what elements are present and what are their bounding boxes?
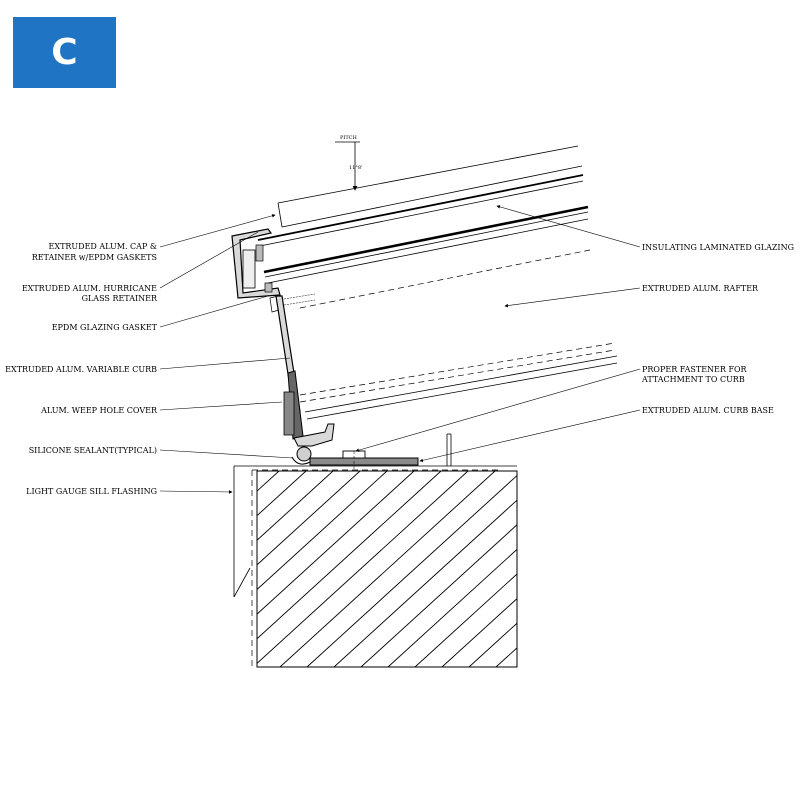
- hatch-line: [360, 524, 517, 667]
- hatch-line: [468, 622, 517, 667]
- variable-curb: [275, 295, 335, 465]
- callout-hurricane-retainer-line-1: EXTRUDED ALUM. HURRICANE: [22, 284, 157, 293]
- callout-variable-curb: EXTRUDED ALUM. VARIABLE CURB: [5, 365, 157, 374]
- hatch-line: [414, 573, 517, 667]
- hatch-line: [333, 499, 517, 667]
- callout-epdm-gasket: EPDM GLAZING GASKET: [52, 323, 158, 332]
- cap-retainer: [231, 228, 316, 313]
- rafter-outline: [299, 249, 618, 420]
- hatch-line: [441, 598, 517, 667]
- hatch-line: [523, 471, 738, 667]
- section-letter: C: [51, 32, 78, 73]
- callout-cap-retainer-line-2: RETAINER w/EPDM GASKETS: [32, 253, 157, 262]
- leader-lines: [159, 205, 641, 494]
- callout-silicone-sealant: SILICONE SEALANT(TYPICAL): [29, 446, 157, 455]
- hatch-line: [257, 471, 307, 517]
- callout-fastener-line-2: ATTACHMENT TO CURB: [641, 375, 745, 384]
- callout-fastener-line-1: PROPER FASTENER FOR: [642, 365, 748, 374]
- hatch-line: [257, 471, 361, 566]
- section-badge: C: [13, 17, 116, 88]
- hatch-line: [257, 471, 442, 640]
- callout-rafter: EXTRUDED ALUM. RAFTER: [642, 284, 759, 293]
- pitch-indicator: PITCH 11°8': [335, 135, 362, 191]
- hatch-line: [257, 471, 415, 615]
- callout-cap-retainer-line-1: EXTRUDED ALUM. CAP &: [49, 242, 157, 251]
- sill-flashing: [233, 465, 517, 667]
- callout-insulating-glazing: INSULATING LAMINATED GLAZING: [642, 243, 794, 252]
- substrate-wall: [37, 470, 765, 668]
- hatch-line: [257, 471, 334, 541]
- hatch-line: [37, 471, 252, 667]
- hatch-line: [257, 471, 280, 492]
- hatch-line: [387, 548, 517, 667]
- insulating-glazing-unit: [257, 145, 589, 284]
- pitch-value: 11°8': [349, 165, 362, 171]
- callout-hurricane-retainer-line-2: GLASS RETAINER: [82, 294, 158, 303]
- hatch-line: [550, 471, 765, 667]
- hatch-line: [257, 471, 469, 664]
- hatch-line: [306, 474, 517, 667]
- hatch-line: [257, 471, 388, 591]
- callout-sill-flashing: LIGHT GAUGE SILL FLASHING: [26, 487, 157, 496]
- hatch-line: [495, 647, 517, 667]
- callout-weep-hole-cover: ALUM. WEEP HOLE COVER: [40, 406, 158, 415]
- callout-curb-base: EXTRUDED ALUM. CURB BASE: [642, 406, 774, 415]
- hatch-line: [279, 471, 496, 667]
- left-callouts: EXTRUDED ALUM. CAP & RETAINER w/EPDM GAS…: [5, 242, 158, 496]
- pitch-label: PITCH: [340, 135, 358, 141]
- right-callouts: INSULATING LAMINATED GLAZING EXTRUDED AL…: [641, 243, 794, 415]
